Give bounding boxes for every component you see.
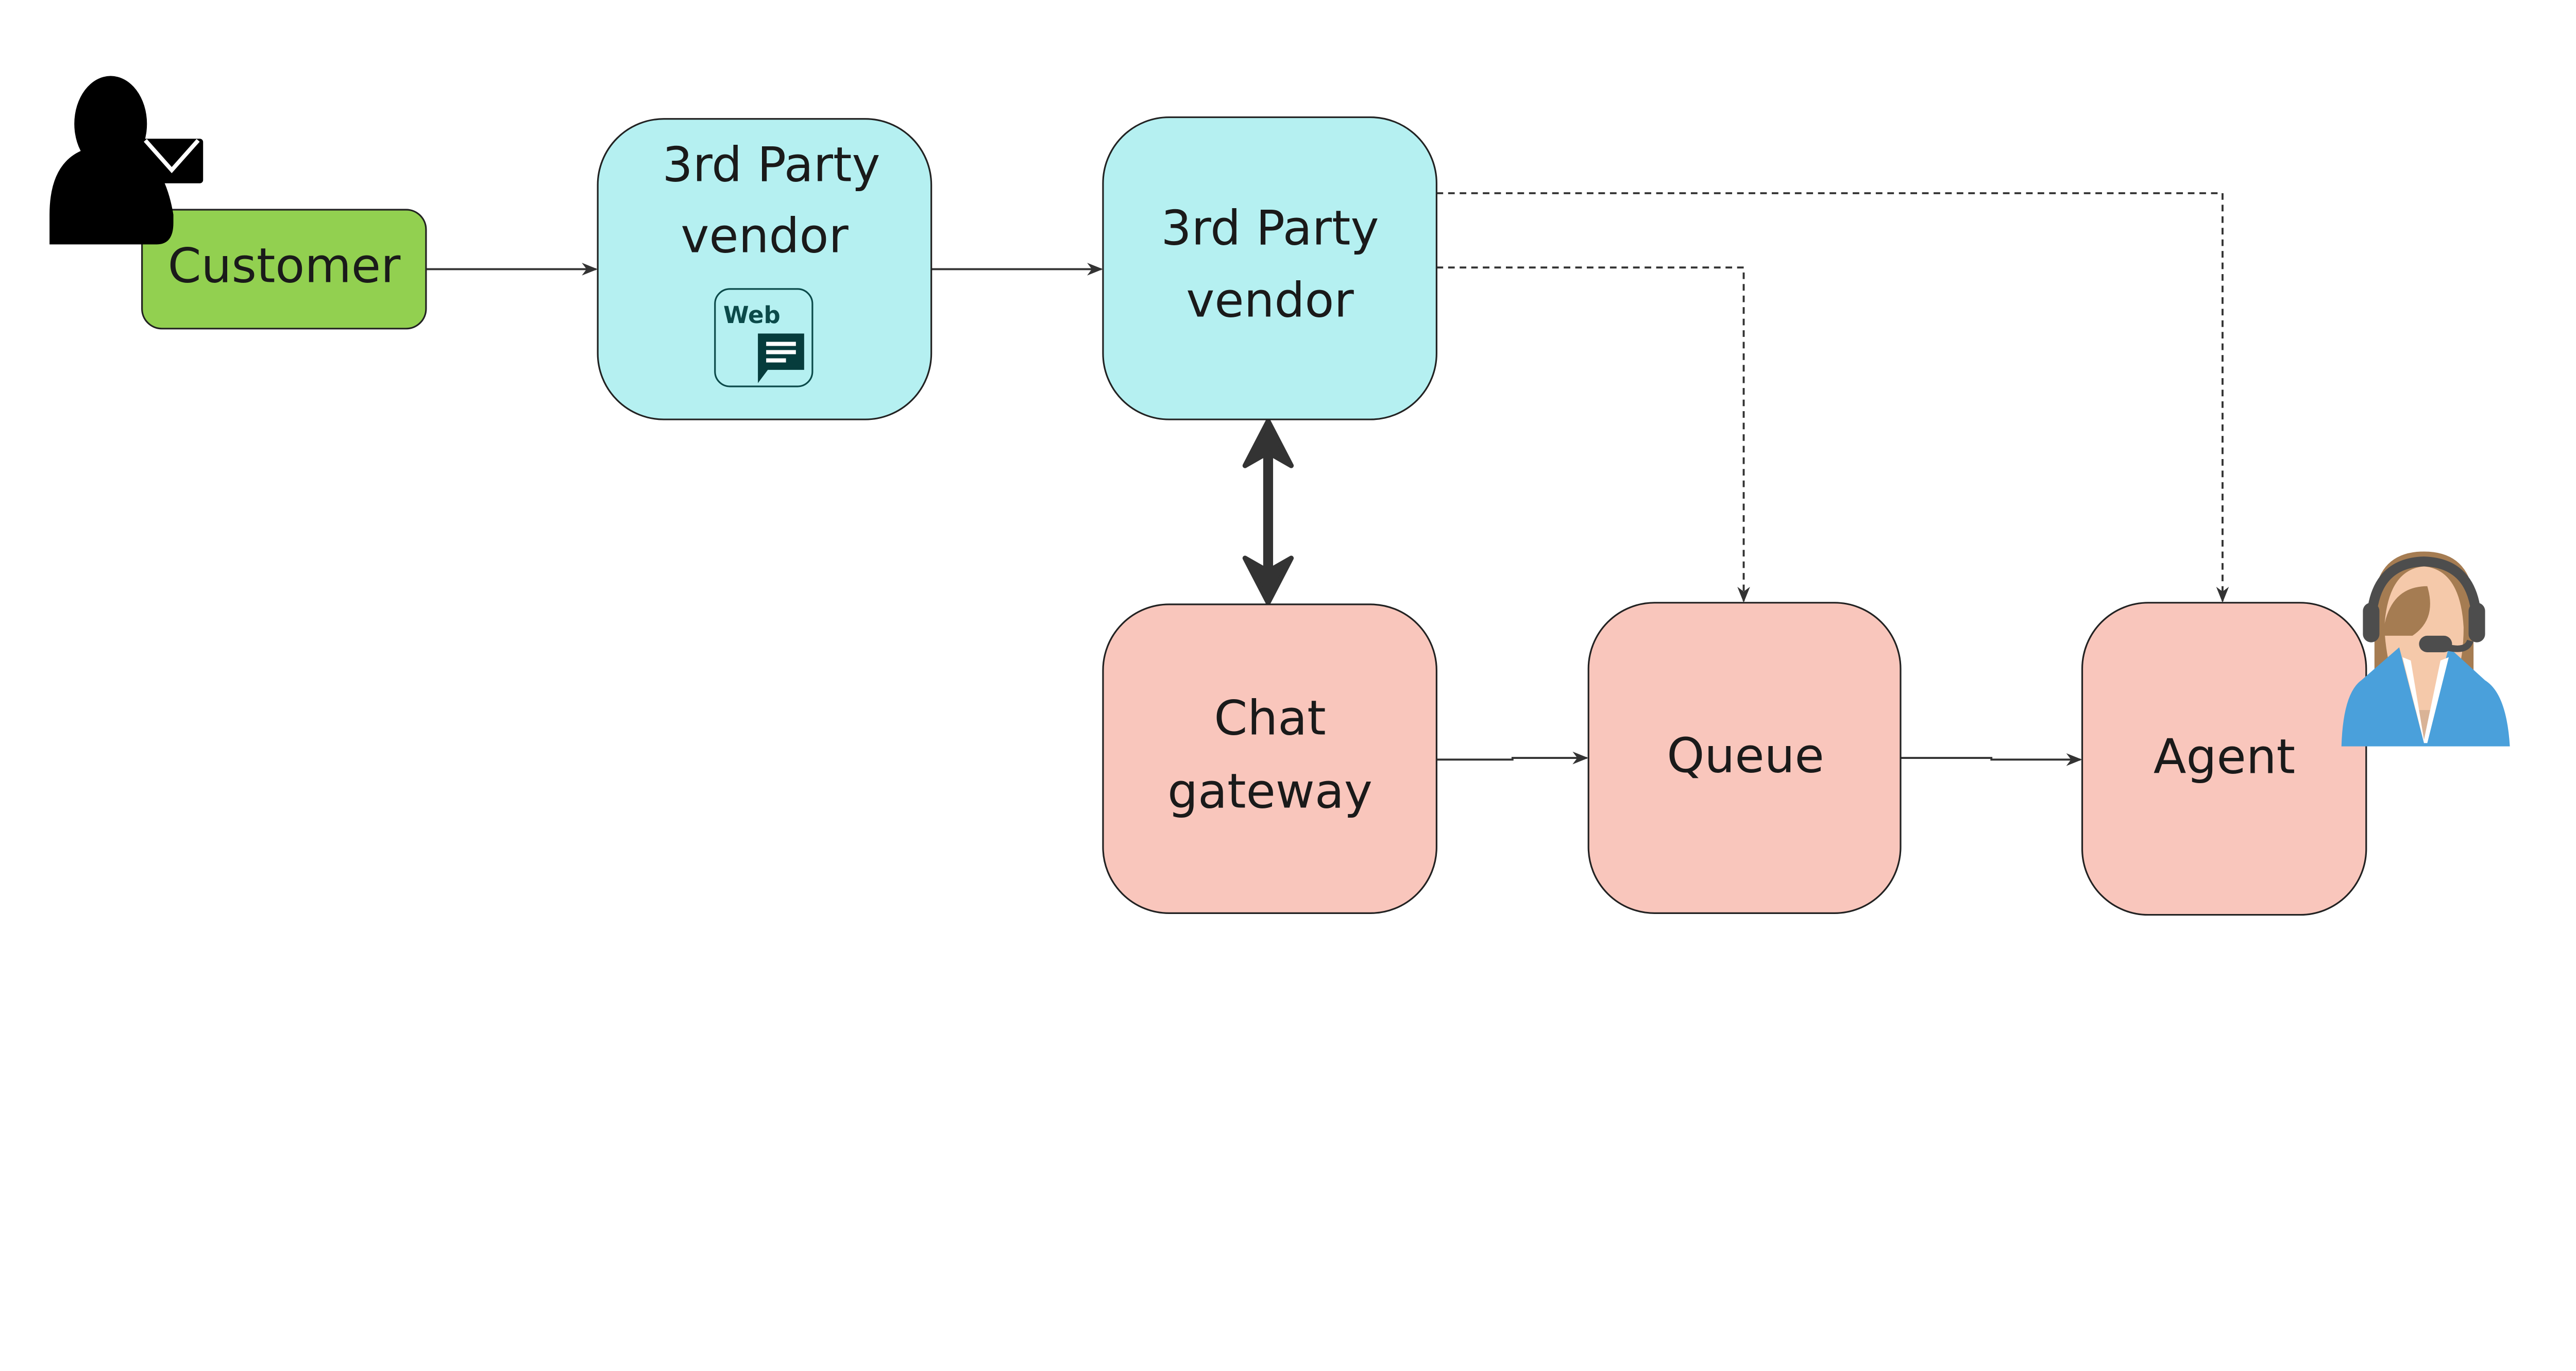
- node-chat-gateway[interactable]: [1102, 603, 1437, 914]
- node-queue[interactable]: [1587, 602, 1902, 914]
- node-customer[interactable]: [141, 209, 427, 330]
- diagram-drawing: [49, 76, 2510, 916]
- edge-vendor2-queue-dashed[interactable]: [1436, 266, 1750, 603]
- vendor1-line1: 3rd Party: [662, 137, 880, 193]
- node-vendor2[interactable]: [1102, 116, 1437, 420]
- vendor2-line2: vendor: [1186, 272, 1354, 328]
- vendor1-line2: vendor: [681, 208, 849, 264]
- edge-vendor2-agent-dashed[interactable]: [1436, 192, 2229, 603]
- web-chat-icon: [714, 288, 814, 387]
- web-badge-label: Web: [723, 301, 781, 329]
- edge-queue-agent[interactable]: [1900, 753, 2082, 766]
- edge-gateway-queue[interactable]: [1436, 751, 1589, 765]
- queue-label: Queue: [1667, 727, 1824, 784]
- edge-vendor2-gateway-bidirectional[interactable]: [1242, 418, 1294, 605]
- gateway-line1: Chat: [1214, 690, 1326, 746]
- agent-label: Agent: [2153, 729, 2296, 785]
- gateway-line2: gateway: [1167, 763, 1372, 819]
- node-agent[interactable]: [2081, 602, 2367, 916]
- edges: [426, 192, 2229, 766]
- node-vendor1[interactable]: [597, 118, 933, 420]
- customer-label: Customer: [167, 238, 401, 294]
- diagram-canvas: Customer 3rd Party vendor Web 3rd Party …: [49, 76, 2510, 916]
- vendor2-line1: 3rd Party: [1161, 200, 1379, 256]
- call-center-agent-headset-icon: [2341, 551, 2510, 747]
- person-with-envelope-icon: [49, 76, 204, 245]
